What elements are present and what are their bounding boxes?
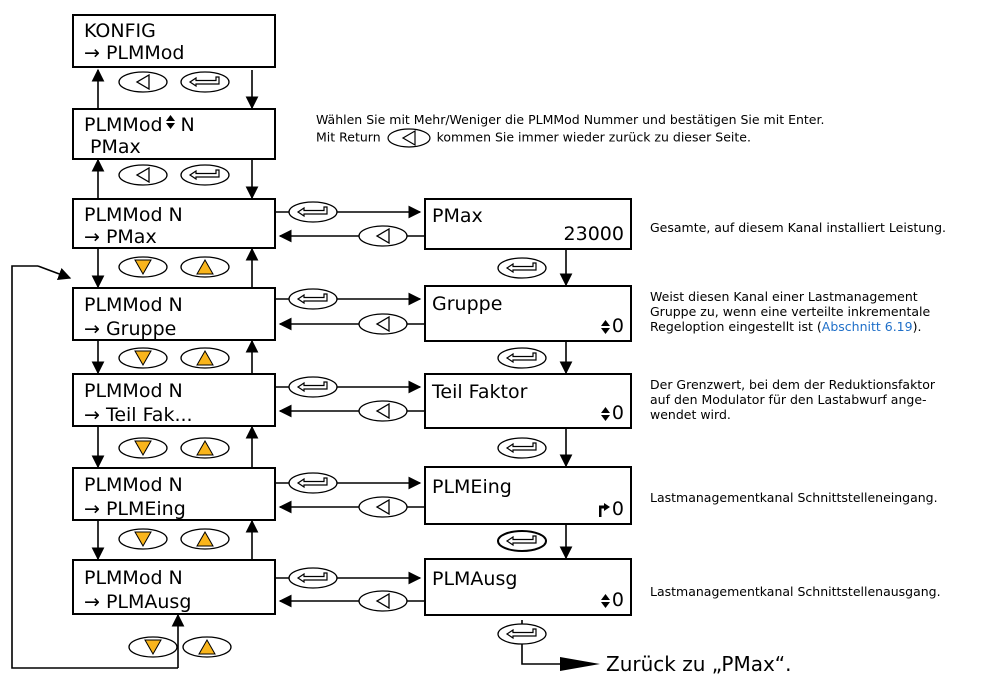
return-key-button[interactable] bbox=[358, 590, 408, 612]
menu-root-line2: → PLMMod bbox=[84, 42, 185, 64]
menu-root-line1: KONFIG bbox=[84, 20, 156, 42]
down-key-button[interactable] bbox=[128, 636, 178, 658]
enter-key-button[interactable] bbox=[288, 472, 338, 494]
wire-link-icon bbox=[598, 502, 610, 517]
note-teil-line3: wendet wird. bbox=[650, 407, 731, 422]
menu-item-plmeing: PLMMod N → PLMEing bbox=[72, 467, 276, 521]
menu-item-line2: → PLMEing bbox=[84, 498, 186, 520]
enter-key-button[interactable] bbox=[497, 257, 547, 279]
param-value: 0 bbox=[611, 498, 624, 520]
enter-key-button[interactable] bbox=[497, 623, 547, 645]
note-teil-line1: Der Grenzwert, bei dem der Reduktionsfak… bbox=[650, 377, 935, 392]
enter-key-button[interactable] bbox=[180, 71, 230, 93]
menu-select-line1: PLMMod N bbox=[84, 114, 195, 136]
menu-select-line1-label: PLMMod bbox=[84, 114, 163, 136]
note-gruppe-line3-before: Regeloption eingestellt ist ( bbox=[650, 319, 822, 334]
param-value: 0 bbox=[611, 402, 624, 424]
enter-key-button[interactable] bbox=[497, 347, 547, 369]
note-teil-line2: auf den Modulator für den Lastabwurf ang… bbox=[650, 392, 927, 407]
up-down-icon bbox=[165, 115, 175, 129]
section-link[interactable]: Abschnitt 6.19 bbox=[821, 319, 913, 334]
param-value: 0 bbox=[611, 589, 624, 611]
up-key-button[interactable] bbox=[180, 528, 230, 550]
up-down-icon bbox=[600, 406, 610, 421]
menu-item-line1: PLMMod N bbox=[84, 567, 183, 589]
menu-item-line2: → PLMAusg bbox=[84, 591, 192, 613]
note-gruppe-line3-after: ). bbox=[912, 319, 922, 334]
up-key-button[interactable] bbox=[182, 636, 232, 658]
note-eing: Lastmanagementkanal Schnittstelleneingan… bbox=[650, 490, 938, 505]
menu-item-teil-faktor: PLMMod N → Teil Fak... bbox=[72, 373, 276, 427]
note-gruppe-line3: Regeloption eingestellt ist (Abschnitt 6… bbox=[650, 319, 921, 334]
down-key-button[interactable] bbox=[118, 528, 168, 550]
param-teil-faktor-display: Teil Faktor 0 bbox=[424, 373, 632, 429]
menu-item-line2: → PMax bbox=[84, 226, 157, 248]
param-plmeing-display: PLMEing 0 bbox=[424, 466, 632, 525]
param-name: PMax bbox=[432, 205, 483, 227]
down-key-button[interactable] bbox=[118, 256, 168, 278]
down-key-button[interactable] bbox=[118, 347, 168, 369]
param-value: 23000 bbox=[563, 223, 624, 245]
note-ausg: Lastmanagementkanal Schnittstellenausgan… bbox=[650, 584, 941, 599]
note-select-line2-before: Mit Return bbox=[316, 129, 381, 145]
menu-item-line1: PLMMod N bbox=[84, 294, 183, 316]
param-name: Gruppe bbox=[432, 293, 503, 315]
menu-select-display: PLMMod N PMax bbox=[72, 108, 276, 160]
note-select-line2: Mit Return kommen Sie immer wieder zurüc… bbox=[316, 128, 751, 148]
back-to-pmax-label: Zurück zu „PMax“. bbox=[606, 652, 792, 676]
param-plmausg-display: PLMAusg 0 bbox=[424, 558, 632, 616]
enter-key-button[interactable] bbox=[288, 288, 338, 310]
menu-select-line1-suffix: N bbox=[174, 114, 195, 136]
menu-item-plmausg: PLMMod N → PLMAusg bbox=[72, 559, 276, 615]
param-name: PLMEing bbox=[432, 476, 512, 498]
param-value-row: 0 bbox=[599, 315, 624, 337]
param-value-row: 0 bbox=[597, 498, 624, 520]
enter-key-button[interactable] bbox=[288, 201, 338, 223]
return-key-button[interactable] bbox=[358, 313, 408, 335]
menu-item-line1: PLMMod N bbox=[84, 474, 183, 496]
note-select-line2-after: kommen Sie immer wieder zurück zu dieser… bbox=[436, 129, 751, 145]
menu-root-display: KONFIG → PLMMod bbox=[72, 14, 276, 68]
param-gruppe-display: Gruppe 0 bbox=[424, 285, 632, 342]
up-key-button[interactable] bbox=[180, 437, 230, 459]
menu-item-line1: PLMMod N bbox=[84, 380, 183, 402]
return-key-button[interactable] bbox=[358, 400, 408, 422]
return-key-button[interactable] bbox=[358, 496, 408, 518]
menu-item-line2: → Teil Fak... bbox=[84, 404, 193, 426]
menu-item-line1: PLMMod N bbox=[84, 204, 183, 226]
enter-key-button[interactable] bbox=[288, 567, 338, 589]
menu-item-gruppe: PLMMod N → Gruppe bbox=[72, 287, 276, 341]
return-key-button[interactable] bbox=[118, 164, 168, 186]
return-key-button[interactable] bbox=[358, 225, 408, 247]
param-name: PLMAusg bbox=[432, 568, 518, 590]
up-down-icon bbox=[600, 319, 610, 334]
param-pmax-display: PMax 23000 bbox=[424, 198, 632, 250]
note-select-line1: Wählen Sie mit Mehr/Weniger die PLMMod N… bbox=[316, 112, 825, 127]
note-pmax: Gesamte, auf diesem Kanal installiert Le… bbox=[650, 220, 947, 235]
return-key-icon bbox=[387, 128, 431, 148]
param-value: 0 bbox=[611, 315, 624, 337]
menu-select-line2: PMax bbox=[90, 136, 141, 158]
enter-key-button[interactable] bbox=[497, 530, 547, 552]
return-key-button[interactable] bbox=[118, 71, 168, 93]
down-key-button[interactable] bbox=[118, 437, 168, 459]
note-gruppe-line1: Weist diesen Kanal einer Lastmanagement bbox=[650, 289, 918, 304]
up-key-button[interactable] bbox=[180, 347, 230, 369]
note-gruppe-line2: Gruppe zu, wenn eine verteilte inkrement… bbox=[650, 304, 931, 319]
menu-item-pmax: PLMMod N → PMax bbox=[72, 198, 276, 249]
param-name: Teil Faktor bbox=[432, 381, 528, 403]
menu-item-line2: → Gruppe bbox=[84, 318, 177, 340]
up-down-icon bbox=[600, 593, 610, 608]
enter-key-button[interactable] bbox=[180, 164, 230, 186]
param-value-row: 0 bbox=[599, 589, 624, 611]
enter-key-button[interactable] bbox=[497, 437, 547, 459]
up-key-button[interactable] bbox=[180, 256, 230, 278]
enter-key-button[interactable] bbox=[288, 376, 338, 398]
param-value-row: 0 bbox=[599, 402, 624, 424]
